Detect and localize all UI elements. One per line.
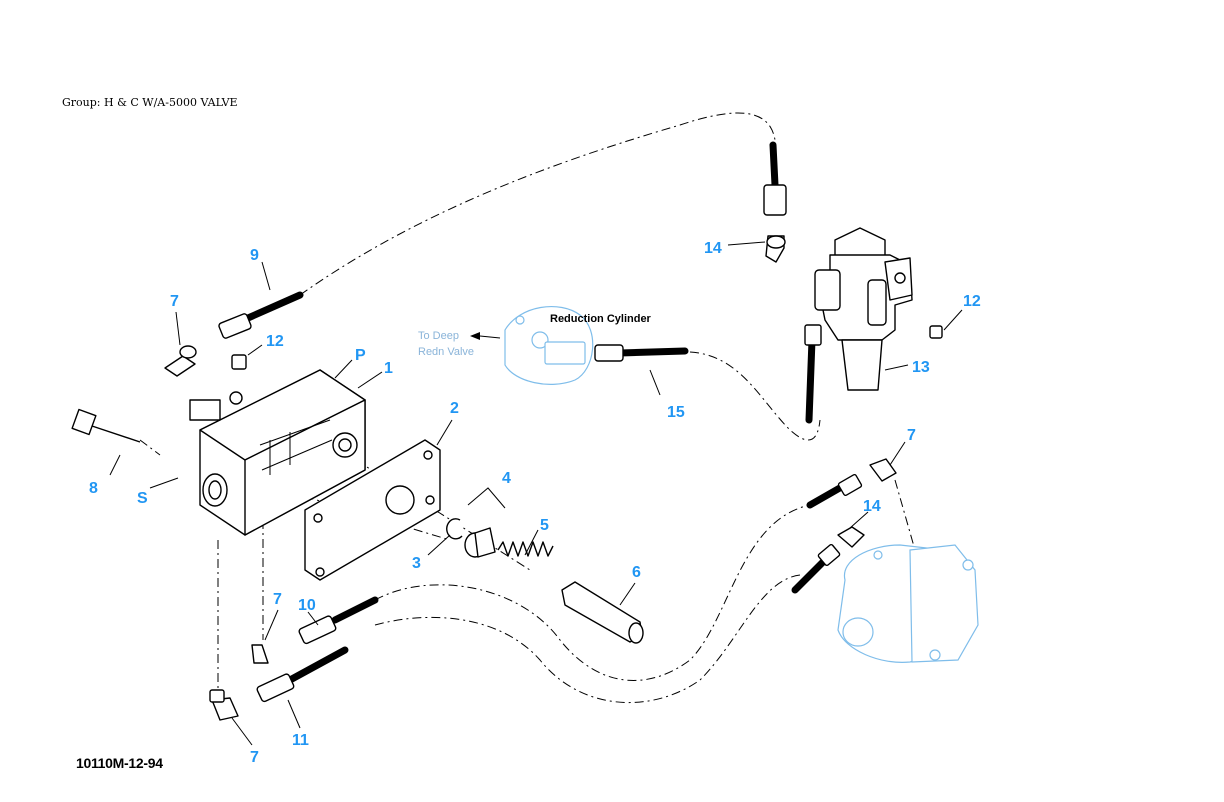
hose-top: [769, 141, 779, 189]
callout-12b: 12: [963, 293, 981, 310]
elbows-and-plugs: [164, 235, 943, 721]
hose-mid-right: [805, 336, 816, 424]
hose-11: [286, 646, 349, 684]
callout-15: 15: [667, 404, 685, 421]
port-p-label: P: [355, 347, 366, 364]
callout-7c: 7: [250, 749, 259, 766]
callout-12a: 12: [266, 333, 284, 350]
seal-kit: [464, 527, 496, 558]
spring: [497, 541, 554, 557]
snap-ring: [446, 518, 463, 540]
reduction-cylinder-ghost: [504, 306, 594, 385]
to-deep-label-1: To Deep: [418, 330, 459, 342]
capscrew: [71, 408, 141, 443]
hose-right-2: [791, 556, 829, 594]
callout-14b: 14: [863, 498, 881, 515]
callout-3: 3: [412, 555, 421, 572]
callout-7a: 7: [170, 293, 179, 310]
callout-2: 2: [450, 400, 459, 417]
fittings: [218, 184, 863, 703]
plunger: [561, 581, 644, 644]
port-s-label: S: [137, 490, 148, 507]
group-title: Group: H & C W/A-5000 VALVE: [62, 96, 238, 109]
callout-13: 13: [912, 359, 930, 376]
hose-routing-lines: [139, 112, 916, 704]
callout-6: 6: [632, 564, 641, 581]
leader-lines: [109, 241, 963, 746]
callout-5: 5: [540, 517, 549, 534]
reduction-cylinder-label: Reduction Cylinder: [550, 313, 652, 325]
callout-11: 11: [292, 732, 309, 749]
callout-7d: 7: [907, 427, 916, 444]
gasket: [304, 439, 441, 581]
hose-10: [331, 596, 379, 624]
relay-valve: [814, 227, 913, 391]
callout-10: 10: [298, 597, 316, 614]
arrow-head: [470, 332, 480, 340]
callout-8: 8: [89, 480, 98, 497]
callout-7b: 7: [273, 591, 282, 608]
callout-14a: 14: [704, 240, 722, 257]
valve-body: [189, 369, 366, 536]
document-code: 10110M-12-94: [76, 755, 163, 771]
motor-ghost: [837, 544, 979, 663]
hose-15: [616, 347, 689, 357]
hose-right-1: [806, 481, 849, 509]
callout-4: 4: [502, 470, 511, 487]
callout-1: 1: [384, 360, 393, 377]
callout-9: 9: [250, 247, 259, 264]
to-deep-label-2: Redn Valve: [418, 346, 474, 358]
hoses: [244, 141, 849, 684]
hose-9: [244, 291, 304, 322]
